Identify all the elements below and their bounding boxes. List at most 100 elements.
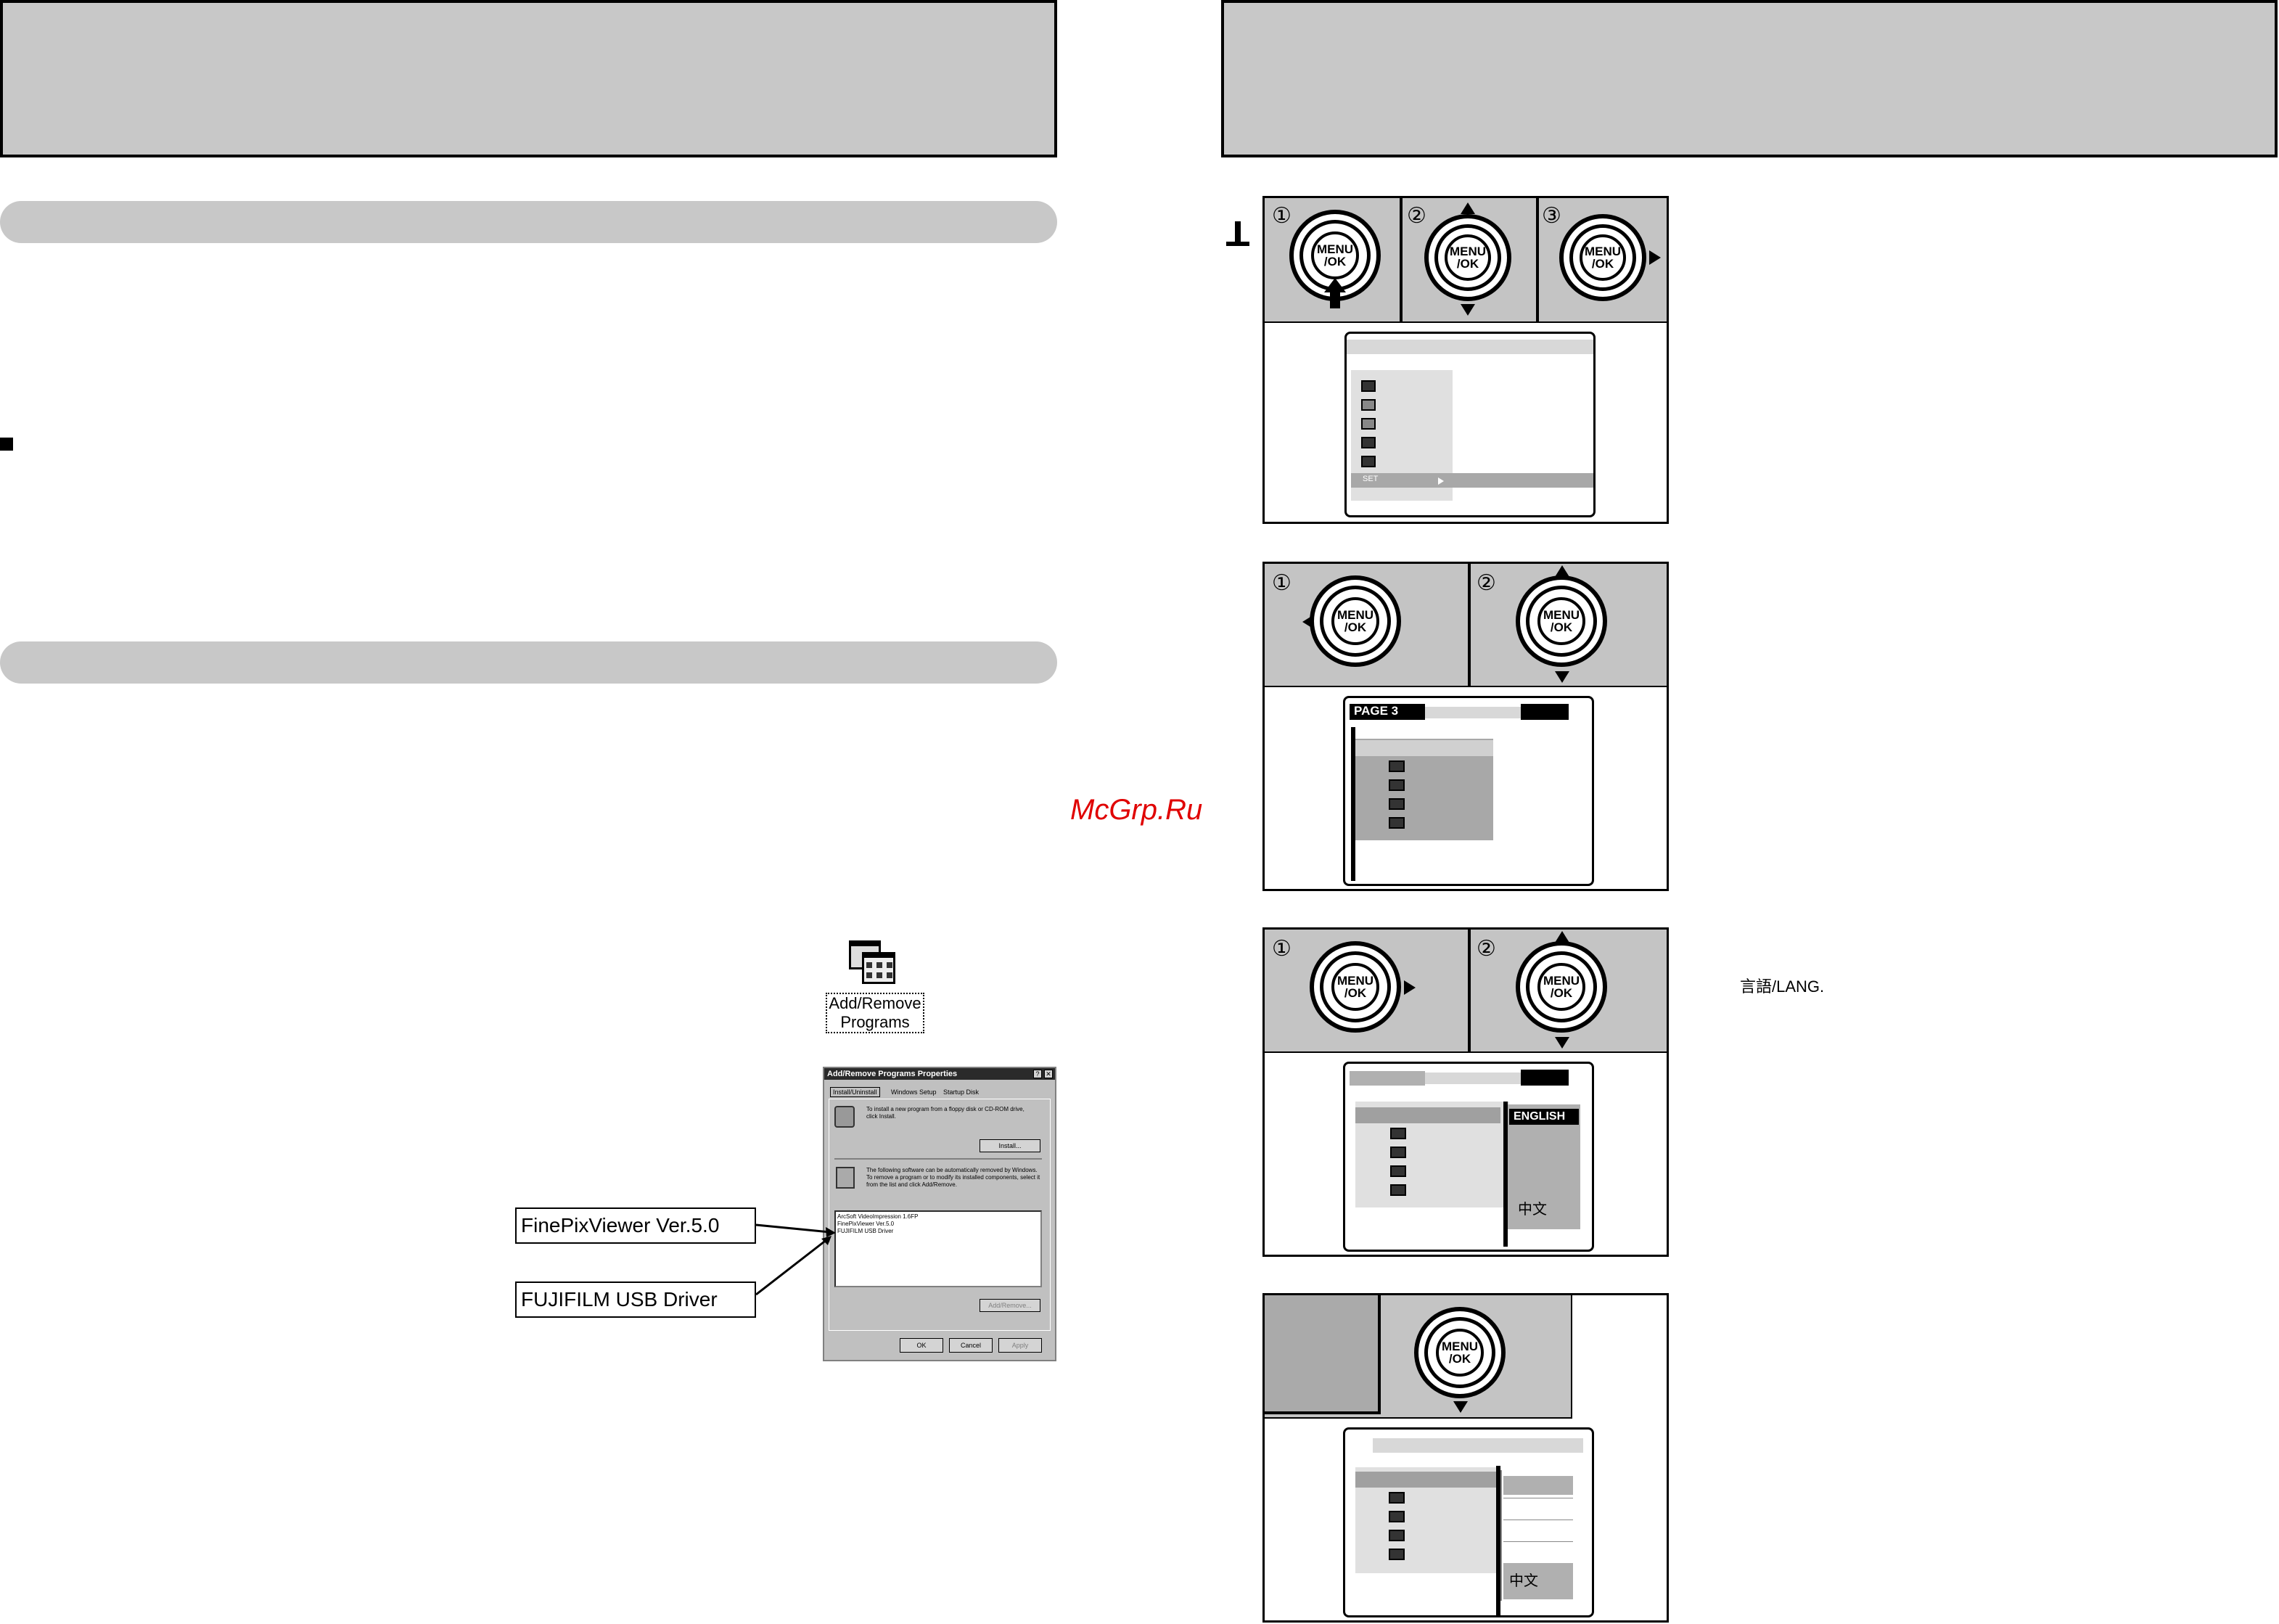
dialog-title: Add/Remove Programs Properties xyxy=(824,1068,1055,1080)
bullet-square xyxy=(0,438,13,451)
usb-icon xyxy=(1390,1147,1406,1158)
step4-lcd-screen: 中文 xyxy=(1343,1427,1594,1617)
right-arrow-icon xyxy=(1438,477,1444,485)
step1-panel: MENU/OK ① MENU/OK ② MENU/OK ③ xyxy=(1262,196,1669,524)
apply-button[interactable]: Apply xyxy=(998,1338,1042,1353)
step3-lcd-screen: ENGLISH 中文 xyxy=(1343,1062,1594,1252)
control-panel-window-icon xyxy=(849,940,895,984)
video-icon xyxy=(1390,1165,1406,1177)
ok-button[interactable]: OK xyxy=(900,1338,943,1353)
selected-row[interactable] xyxy=(1355,740,1493,756)
recycle-icon xyxy=(836,1167,855,1189)
reset-icon xyxy=(1389,817,1405,829)
step-number: ② xyxy=(1477,571,1496,595)
video-icon xyxy=(1389,798,1405,810)
up-arrow-icon xyxy=(1555,931,1569,943)
close-icon[interactable]: ✕ xyxy=(1044,1070,1053,1078)
menu-ok-button[interactable]: MENU/OK xyxy=(1436,1329,1484,1377)
step2-camera-strip: MENU/OK ① MENU/OK ② xyxy=(1265,564,1667,687)
tab-startup-disk[interactable]: Startup Disk xyxy=(943,1088,980,1096)
list-item[interactable]: FinePixViewer Ver.5.0 xyxy=(837,1221,895,1227)
down-arrow-icon xyxy=(1461,304,1475,316)
install-text: To install a new program from a floppy d… xyxy=(866,1106,1024,1120)
fujifilm-usb-callout: FUJIFILM USB Driver xyxy=(515,1281,756,1318)
step-number: ② xyxy=(1407,204,1426,228)
video-icon xyxy=(1389,1530,1405,1541)
up-arrow-icon xyxy=(1461,202,1475,214)
callout-arrows xyxy=(755,1223,836,1296)
menu-ok-button[interactable]: MENU/OK xyxy=(1311,231,1359,279)
up-arrow-icon xyxy=(1555,565,1569,577)
step-marker xyxy=(1226,221,1249,246)
add-remove-programs-icon[interactable]: Add/Remove Programs xyxy=(826,940,924,1035)
cancel-button[interactable]: Cancel xyxy=(949,1338,993,1353)
menu-ok-button[interactable]: MENU/OK xyxy=(1445,234,1491,281)
camera-lcd-window xyxy=(1265,1295,1381,1414)
step1-lcd-screen: SET xyxy=(1344,332,1596,517)
step3-panel: MENU/OK ① MENU/OK ② ENGLISH 中文 xyxy=(1262,927,1669,1257)
step-number: ② xyxy=(1477,937,1496,961)
step4-panel: MENU/OK 中文 xyxy=(1262,1293,1669,1623)
section-bar-1 xyxy=(0,201,1057,243)
watermark: McGrp.Ru xyxy=(1070,794,1203,826)
finepixviewer-callout: FinePixViewer Ver.5.0 xyxy=(515,1207,756,1244)
menu-ok-button[interactable]: MENU/OK xyxy=(1537,597,1585,645)
program-list[interactable]: ArcSoft VideoImpression 1.6FP FinePixVie… xyxy=(834,1210,1042,1287)
screen-title-bar xyxy=(1347,340,1593,354)
step1-camera-strip: MENU/OK ① MENU/OK ② MENU/OK ③ xyxy=(1265,198,1667,323)
selected-row[interactable] xyxy=(1355,1472,1500,1488)
menu-ok-button[interactable]: MENU/OK xyxy=(1537,963,1585,1011)
lang-icon xyxy=(1389,1492,1405,1504)
usb-icon xyxy=(1389,779,1405,791)
tab-install-uninstall[interactable]: Install/Uninstall xyxy=(830,1087,880,1097)
lang-icon xyxy=(1389,760,1405,772)
install-disk-icon xyxy=(834,1106,855,1128)
press-arrow-icon xyxy=(1324,278,1346,308)
metering-icon xyxy=(1361,456,1376,467)
menu-ok-button[interactable]: MENU/OK xyxy=(1580,234,1626,281)
reset-icon xyxy=(1390,1184,1406,1196)
lang-icon xyxy=(1390,1128,1406,1139)
tab-windows-setup[interactable]: Windows Setup xyxy=(891,1088,937,1096)
lang-chinese-option[interactable]: 中文 xyxy=(1518,1202,1547,1218)
step-number: ① xyxy=(1272,937,1292,961)
add-remove-programs-dialog: Add/Remove Programs Properties ? ✕ Insta… xyxy=(823,1067,1056,1361)
right-arrow-icon xyxy=(1649,250,1661,265)
reset-icon xyxy=(1389,1549,1405,1560)
menu-ok-button[interactable]: MENU/OK xyxy=(1331,963,1379,1011)
left-arrow-icon xyxy=(1302,615,1314,629)
step3-camera-strip: MENU/OK ① MENU/OK ② xyxy=(1265,930,1667,1053)
exposure-icon xyxy=(1361,399,1376,411)
language-list: 中文 xyxy=(1500,1470,1573,1601)
section-bar-2 xyxy=(0,641,1057,684)
down-arrow-icon xyxy=(1453,1401,1468,1413)
lang-menu-label: 言語/LANG. xyxy=(1740,977,1825,996)
menu-ok-button[interactable]: MENU/OK xyxy=(1331,597,1379,645)
step2-panel: MENU/OK ① MENU/OK ② PAGE 3 xyxy=(1262,562,1669,891)
remove-text: The following software can be automatica… xyxy=(866,1167,1040,1188)
help-button[interactable]: ? xyxy=(1033,1070,1042,1078)
list-item[interactable]: ArcSoft VideoImpression 1.6FP xyxy=(837,1213,919,1220)
list-item[interactable]: FUJIFILM USB Driver xyxy=(837,1228,894,1234)
lang-highlight[interactable] xyxy=(1503,1476,1573,1495)
step4-camera-strip: MENU/OK xyxy=(1265,1295,1572,1419)
right-header-box xyxy=(1221,0,2278,157)
step-number: ① xyxy=(1272,571,1292,595)
step-number: ① xyxy=(1272,204,1292,228)
down-arrow-icon xyxy=(1555,1037,1569,1049)
selected-row[interactable] xyxy=(1355,1107,1500,1123)
add-remove-label: Add/Remove Programs xyxy=(826,993,924,1033)
down-arrow-icon xyxy=(1555,671,1569,683)
install-button[interactable]: Install... xyxy=(980,1139,1040,1152)
white-balance-icon xyxy=(1361,418,1376,430)
lang-chinese-option[interactable]: 中文 xyxy=(1509,1573,1538,1589)
page-3-title: PAGE 3 xyxy=(1350,704,1425,720)
lang-english-option[interactable]: ENGLISH xyxy=(1509,1109,1579,1125)
left-header-box xyxy=(0,0,1057,157)
sharpness-icon xyxy=(1361,437,1376,448)
set-label: SET xyxy=(1363,475,1379,483)
add-remove-button[interactable]: Add/Remove... xyxy=(980,1299,1040,1312)
usb-icon xyxy=(1389,1511,1405,1522)
set-row-selected[interactable] xyxy=(1351,473,1593,488)
camera-mode-icon xyxy=(1361,380,1376,392)
